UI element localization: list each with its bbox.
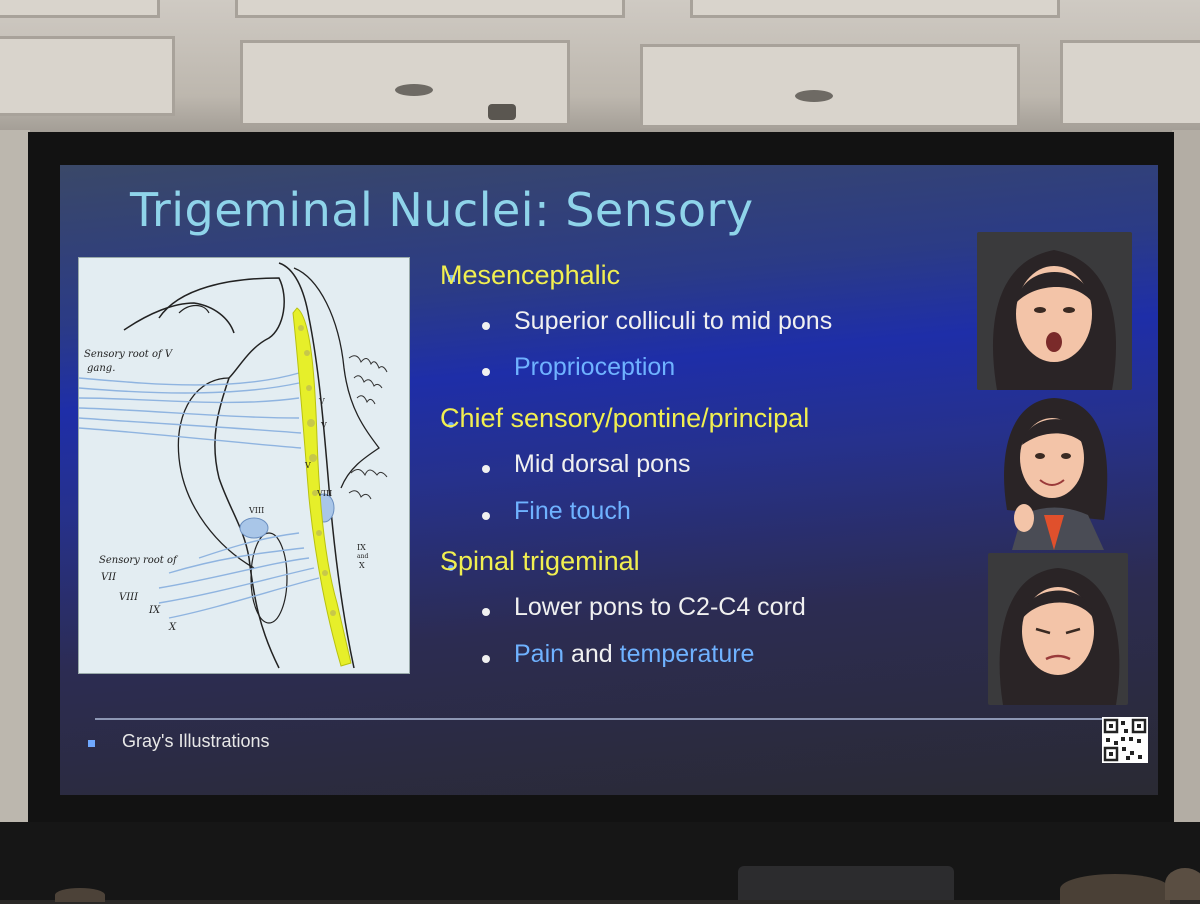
ceiling-tile [690, 0, 1060, 18]
audience-head [55, 888, 105, 902]
label-viii: VIII [119, 592, 139, 603]
wall-right [1172, 130, 1200, 900]
ceiling-tile [235, 0, 625, 18]
stage-area [0, 822, 1200, 900]
sub-bullet-text: Pain [514, 640, 565, 668]
sub-bullet: Proprioception [514, 353, 675, 382]
sub-bullet: Superior colliculi to mid pons [514, 307, 832, 336]
label-gang: gang. [87, 363, 115, 374]
label-sensory-root-v: Sensory root of V [84, 349, 174, 360]
label-v-2: V [320, 421, 327, 430]
label-ix: IX [148, 605, 161, 616]
label-viii-right: VIII [316, 489, 332, 498]
bullet-dot-icon [482, 368, 490, 376]
heading-spinal-trigeminal: Spinal trigeminal [440, 546, 640, 576]
bullet-dot-icon [448, 422, 454, 428]
avatar-squinting-icon [988, 553, 1128, 705]
bullet-dot-icon [482, 465, 490, 473]
sub-bullet: Mid dorsal pons [514, 450, 690, 479]
anatomy-figure: Sensory root of V gang. Sensory root of … [78, 257, 410, 674]
qr-code-icon [1102, 717, 1148, 763]
label-sensory-root-of: Sensory root of [99, 555, 179, 566]
projector [738, 866, 954, 900]
wall-left [0, 130, 30, 900]
audience-head [1060, 874, 1170, 904]
ceiling-tile [240, 40, 570, 126]
heading-mesencephalic: Mesencephalic [440, 260, 621, 290]
ceiling-tile [0, 36, 175, 116]
footer-citation: Gray's Illustrations [122, 731, 270, 751]
label-v-1: V [318, 397, 325, 406]
label-vii: VII [101, 572, 117, 583]
label-x-right: X [359, 561, 365, 570]
ceiling-light [795, 90, 833, 102]
label-viii-nucleus: VIII [248, 506, 264, 515]
sub-bullet-text: temperature [619, 640, 755, 668]
avatar-finger-heart-icon [992, 390, 1117, 550]
ceiling [0, 0, 1200, 160]
bullet-dot-icon [448, 565, 454, 571]
bullet-dot-icon [482, 512, 490, 520]
bullet-square-icon [448, 275, 455, 282]
ceiling-tile [1060, 40, 1200, 126]
presentation-slide: Trigeminal Nuclei: Sensory [60, 165, 1158, 795]
sub-bullet-text: Mid dorsal pons [514, 450, 691, 478]
heading-chief-sensory: Chief sensory/pontine/principal [440, 403, 810, 433]
slide-title: Trigeminal Nuclei: Sensory [130, 183, 754, 237]
avatar-surprised-icon [977, 232, 1132, 390]
sub-bullet-text: Superior colliculi to mid pons [514, 307, 833, 335]
label-ix-right: IX [357, 543, 366, 552]
ceiling-sensor [488, 104, 516, 120]
sub-bullet-text: Fine touch [514, 497, 631, 525]
sub-bullet: Pain and temperature [514, 640, 754, 669]
audience-head [1165, 868, 1200, 900]
ceiling-light [395, 84, 433, 96]
bullet-dot-icon [482, 655, 490, 663]
label-v-3: V [304, 461, 311, 470]
footer-divider [95, 718, 1135, 720]
brainstem-illustration: Sensory root of V gang. Sensory root of … [78, 262, 388, 669]
sub-bullet-text: Proprioception [514, 353, 676, 381]
ceiling-tile [0, 0, 160, 18]
bullet-dot-icon [482, 322, 490, 330]
footer-bullet-icon [88, 740, 95, 747]
sub-bullet: Lower pons to C2-C4 cord [514, 593, 806, 622]
label-and: and [357, 553, 368, 560]
sub-bullet-text: and [564, 640, 620, 668]
sub-bullet: Fine touch [514, 497, 631, 526]
bullet-dot-icon [482, 608, 490, 616]
ceiling-tile [640, 44, 1020, 128]
sub-bullet-text: Lower pons to C2-C4 cord [514, 593, 806, 621]
label-x: X [168, 622, 177, 633]
